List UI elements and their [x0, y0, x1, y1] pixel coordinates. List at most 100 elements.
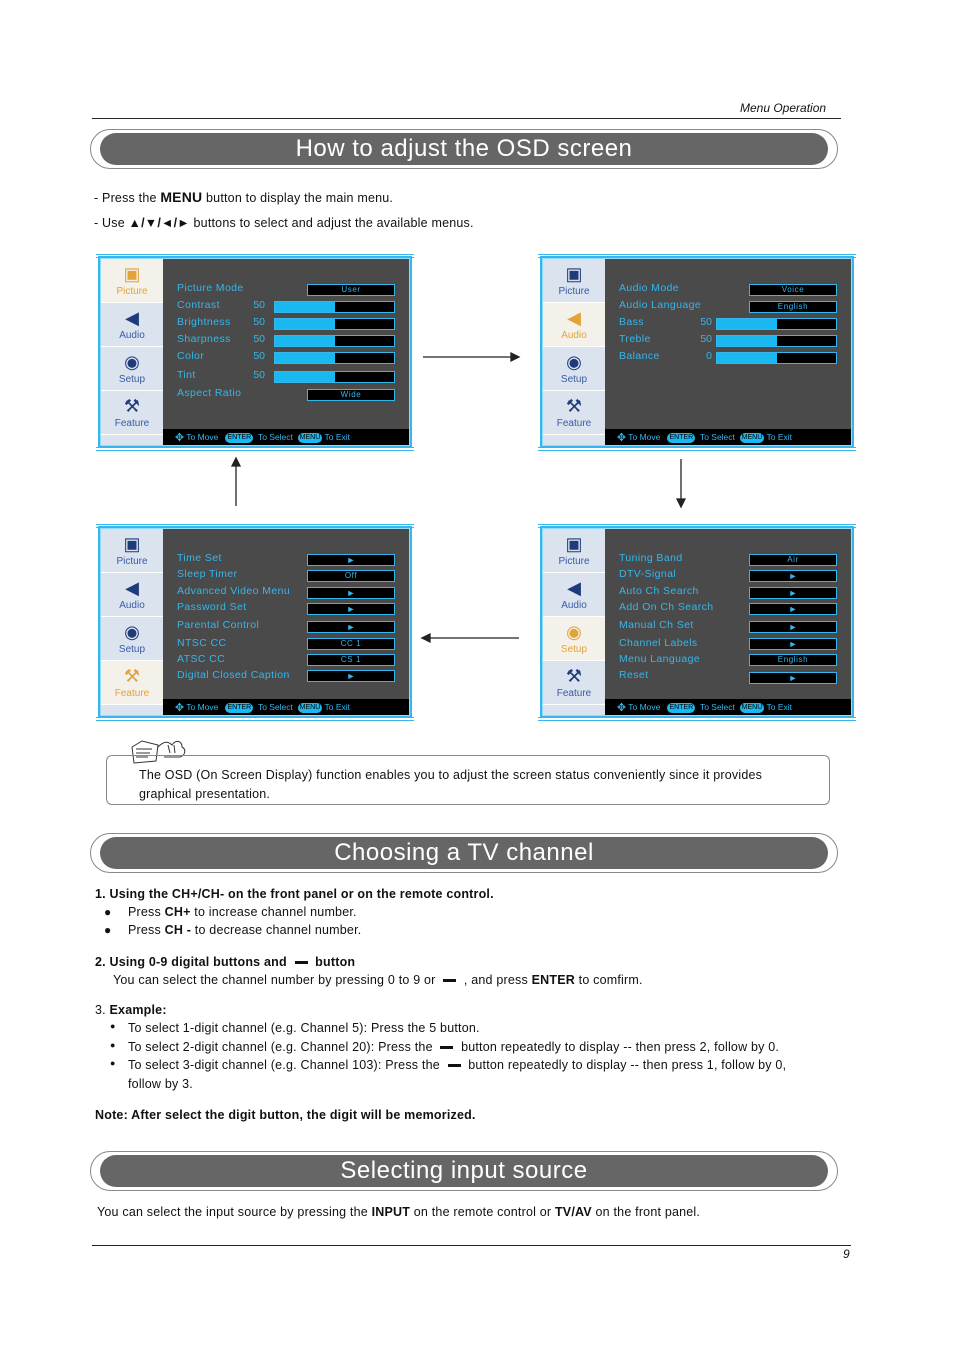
sidebar-item-audio[interactable]: ◀Audio	[543, 303, 605, 347]
slider-bar[interactable]	[274, 301, 395, 313]
menu-item-value[interactable]: ►	[307, 554, 395, 566]
menu-item-value[interactable]: ►	[749, 587, 837, 599]
menu-item-label[interactable]: Brightness	[177, 316, 231, 328]
sidebar-item-feature[interactable]: ⚒Feature	[101, 391, 163, 435]
menu-item-value[interactable]: ►	[307, 587, 395, 599]
menu-item-value[interactable]: ►	[749, 570, 837, 582]
menu-item-value[interactable]: ►	[749, 672, 837, 684]
menu-item-label[interactable]: Picture Mode	[177, 282, 244, 294]
sidebar-item-feature[interactable]: ⚒Feature	[543, 391, 605, 435]
menu-item-label[interactable]: Treble	[619, 333, 651, 345]
menu-item-label[interactable]: Sharpness	[177, 333, 231, 345]
menu-item-number: 50	[700, 316, 712, 328]
note-hand-icon	[131, 740, 186, 764]
menu-item-value[interactable]: Voice	[749, 284, 837, 296]
menu-item-value[interactable]: ►	[749, 621, 837, 633]
menu-item-number: 50	[253, 350, 265, 362]
menu-item-label[interactable]: Bass	[619, 316, 644, 328]
sidebar-item-audio[interactable]: ◀Audio	[543, 573, 605, 617]
menu-item-label[interactable]: Tuning Band	[619, 552, 683, 564]
arrow-down-head	[675, 498, 687, 509]
dash-button-icon	[294, 961, 308, 965]
sidebar-item-audio[interactable]: ◀Audio	[101, 573, 163, 617]
menu-item-label[interactable]: Manual Ch Set	[619, 619, 694, 631]
sidebar-item-setup[interactable]: ◉Setup	[101, 347, 163, 391]
menu-item-label[interactable]: Contrast	[177, 299, 220, 311]
speaker-icon: ◀	[125, 308, 139, 328]
menu-item-value[interactable]: CC 1	[307, 638, 395, 650]
audio-osd-screen: ▣Picture ◀Audio ◉Setup ⚒Feature Audio Mo…	[538, 254, 856, 451]
menu-item-label[interactable]: Color	[177, 350, 205, 362]
sidebar-item-setup[interactable]: ◉Setup	[101, 617, 163, 661]
example-2: To select 2-digit channel (e.g. Channel …	[128, 1040, 780, 1054]
tv-icon: ▣	[565, 534, 583, 554]
sidebar-item-feature[interactable]: ⚒Feature	[543, 661, 605, 705]
menu-item-value[interactable]: ►	[307, 670, 395, 682]
slider-bar[interactable]	[274, 371, 395, 383]
speaker-icon: ◀	[567, 578, 581, 598]
sidebar-item-picture[interactable]: ▣Picture	[101, 529, 163, 573]
slider-fill	[275, 336, 335, 346]
menu-item-value[interactable]: CS 1	[307, 654, 395, 666]
sidebar-item-picture[interactable]: ▣Picture	[543, 529, 605, 573]
menu-item-label[interactable]: Auto Ch Search	[619, 585, 699, 597]
menu-item-label[interactable]: Aspect Ratio	[177, 387, 242, 399]
menu-item-label[interactable]: Password Set	[177, 601, 247, 613]
sidebar-item-setup[interactable]: ◉Setup	[543, 347, 605, 391]
slider-bar[interactable]	[274, 335, 395, 347]
menu-item-value[interactable]: ►	[307, 621, 395, 633]
menu-item-value[interactable]: Off	[307, 570, 395, 582]
slider-fill	[717, 336, 777, 346]
menu-item-value[interactable]: English	[749, 301, 837, 313]
menu-item-value[interactable]: ►	[749, 638, 837, 650]
menu-item-value[interactable]: ►	[307, 603, 395, 615]
sidebar-item-feature[interactable]: ⚒Feature	[101, 661, 163, 705]
menu-item-label[interactable]: Add On Ch Search	[619, 601, 714, 613]
tv-icon: ▣	[123, 264, 141, 284]
slider-bar[interactable]	[716, 352, 837, 364]
menu-item-value[interactable]: English	[749, 654, 837, 666]
menu-item-value[interactable]: Wide	[307, 389, 395, 401]
menu-item-label[interactable]: Audio Mode	[619, 282, 680, 294]
menu-item-label[interactable]: Digital Closed Caption	[177, 669, 290, 681]
menu-item-label[interactable]: Menu Language	[619, 653, 701, 665]
channel-heading-2: 2. Using 0-9 digital buttons and button	[95, 955, 356, 969]
osd-footer: ✥ To Move ENTER To Select MENU To Exit	[605, 699, 851, 715]
slider-bar[interactable]	[274, 318, 395, 330]
dash-button-icon	[447, 1064, 461, 1068]
bullet-dot: ●	[110, 1040, 116, 1050]
slider-bar[interactable]	[274, 352, 395, 364]
menu-item-value[interactable]: ►	[749, 603, 837, 615]
tools-icon: ⚒	[565, 666, 583, 686]
menu-item-label[interactable]: ATSC CC	[177, 653, 226, 665]
menu-item-label[interactable]: Sleep Timer	[177, 568, 238, 580]
enter-key-icon: ENTER	[667, 432, 696, 443]
menu-item-label[interactable]: Parental Control	[177, 619, 260, 631]
move-arrows-icon: ✥	[174, 701, 185, 714]
menu-item-label[interactable]: DTV-Signal	[619, 568, 677, 580]
menu-item-label[interactable]: Advanced Video Menu	[177, 585, 291, 597]
note-line-1: The OSD (On Screen Display) function ena…	[139, 768, 763, 782]
menu-item-value[interactable]: User	[307, 284, 395, 296]
move-arrows-icon: ✥	[616, 701, 627, 714]
menu-item-label[interactable]: Audio Language	[619, 299, 702, 311]
sidebar-item-setup[interactable]: ◉Setup	[543, 617, 605, 661]
slider-bar[interactable]	[716, 318, 837, 330]
sidebar-item-picture[interactable]: ▣Picture	[543, 259, 605, 303]
menu-item-label[interactable]: Time Set	[177, 552, 222, 564]
osd-sidebar: ▣Picture ◀Audio ◉Setup ⚒Feature	[101, 259, 163, 445]
sidebar-item-picture[interactable]: ▣Picture	[101, 259, 163, 303]
menu-item-number: 0	[706, 350, 712, 362]
tools-icon: ⚒	[123, 396, 141, 416]
slider-bar[interactable]	[716, 335, 837, 347]
menu-item-label[interactable]: Tint	[177, 369, 196, 381]
input-paragraph: You can select the input source by press…	[97, 1205, 701, 1219]
page-number: 9	[843, 1247, 850, 1261]
menu-item-value[interactable]: Air	[749, 554, 837, 566]
menu-item-label[interactable]: Channel Labels	[619, 637, 698, 649]
menu-item-label[interactable]: NTSC CC	[177, 637, 227, 649]
arrow-left-head	[420, 632, 431, 644]
menu-item-label[interactable]: Reset	[619, 669, 649, 681]
menu-item-label[interactable]: Balance	[619, 350, 660, 362]
sidebar-item-audio[interactable]: ◀Audio	[101, 303, 163, 347]
